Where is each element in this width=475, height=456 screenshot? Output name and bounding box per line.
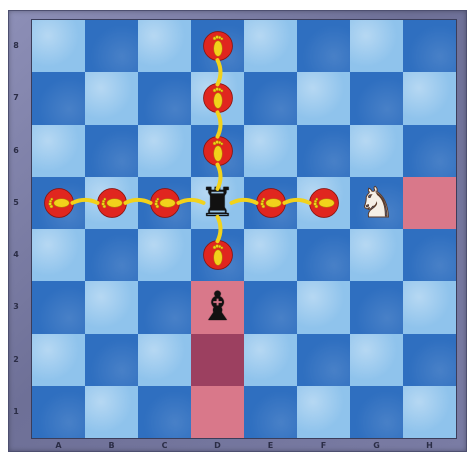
square-e5[interactable] xyxy=(244,177,297,229)
square-h2[interactable] xyxy=(403,334,456,386)
square-g7[interactable] xyxy=(350,72,403,124)
rank-label: 8 xyxy=(0,41,32,50)
square-f4[interactable] xyxy=(297,229,350,281)
square-g5[interactable]: ♞ xyxy=(350,177,403,229)
square-h3[interactable] xyxy=(403,281,456,333)
square-d3[interactable]: ♝ xyxy=(191,281,244,333)
square-b2[interactable] xyxy=(85,334,138,386)
rank-label: 1 xyxy=(0,407,32,416)
move-marker-footprint-icon xyxy=(32,177,85,229)
square-a7[interactable] xyxy=(32,72,85,124)
square-c8[interactable] xyxy=(138,20,191,72)
rank-label: 3 xyxy=(0,302,32,311)
square-a1[interactable] xyxy=(32,386,85,438)
file-label: B xyxy=(85,441,138,450)
square-f5[interactable] xyxy=(297,177,350,229)
rank-label: 7 xyxy=(0,93,32,102)
square-c2[interactable] xyxy=(138,334,191,386)
square-e8[interactable] xyxy=(244,20,297,72)
move-marker-footprint-icon xyxy=(191,125,244,177)
square-d2[interactable] xyxy=(191,334,244,386)
square-c6[interactable] xyxy=(138,125,191,177)
square-d5[interactable]: ♜ xyxy=(191,177,244,229)
square-e7[interactable] xyxy=(244,72,297,124)
square-f3[interactable] xyxy=(297,281,350,333)
file-label: D xyxy=(191,441,244,450)
rank-label: 2 xyxy=(0,355,32,364)
square-g6[interactable] xyxy=(350,125,403,177)
square-f6[interactable] xyxy=(297,125,350,177)
chess-board[interactable]: ♜ ♞ ♝ xyxy=(32,20,456,438)
rank-label: 5 xyxy=(0,198,32,207)
move-marker-footprint-icon xyxy=(191,229,244,281)
file-label: F xyxy=(297,441,350,450)
black-bishop-icon[interactable]: ♝ xyxy=(191,281,244,333)
square-d6[interactable] xyxy=(191,125,244,177)
square-b5[interactable] xyxy=(85,177,138,229)
square-d4[interactable] xyxy=(191,229,244,281)
file-label: C xyxy=(138,441,191,450)
move-marker-footprint-icon xyxy=(138,177,191,229)
square-h4[interactable] xyxy=(403,229,456,281)
square-b6[interactable] xyxy=(85,125,138,177)
square-h7[interactable] xyxy=(403,72,456,124)
file-label: A xyxy=(32,441,85,450)
square-h6[interactable] xyxy=(403,125,456,177)
square-d1[interactable] xyxy=(191,386,244,438)
square-c5[interactable] xyxy=(138,177,191,229)
square-g4[interactable] xyxy=(350,229,403,281)
rank-label: 6 xyxy=(0,146,32,155)
square-g1[interactable] xyxy=(350,386,403,438)
square-b4[interactable] xyxy=(85,229,138,281)
square-e4[interactable] xyxy=(244,229,297,281)
square-e2[interactable] xyxy=(244,334,297,386)
square-e6[interactable] xyxy=(244,125,297,177)
square-b8[interactable] xyxy=(85,20,138,72)
square-b7[interactable] xyxy=(85,72,138,124)
black-rook-icon[interactable]: ♜ xyxy=(191,177,244,229)
file-label: G xyxy=(350,441,403,450)
rank-label: 4 xyxy=(0,250,32,259)
move-marker-footprint-icon xyxy=(297,177,350,229)
square-g3[interactable] xyxy=(350,281,403,333)
square-a4[interactable] xyxy=(32,229,85,281)
square-e1[interactable] xyxy=(244,386,297,438)
move-marker-footprint-icon xyxy=(191,72,244,124)
square-f7[interactable] xyxy=(297,72,350,124)
square-e3[interactable] xyxy=(244,281,297,333)
square-d8[interactable] xyxy=(191,20,244,72)
move-marker-footprint-icon xyxy=(85,177,138,229)
white-knight-icon[interactable]: ♞ xyxy=(350,177,403,229)
square-h5[interactable] xyxy=(403,177,456,229)
file-label: E xyxy=(244,441,297,450)
square-h1[interactable] xyxy=(403,386,456,438)
square-b3[interactable] xyxy=(85,281,138,333)
square-d7[interactable] xyxy=(191,72,244,124)
square-a3[interactable] xyxy=(32,281,85,333)
square-c7[interactable] xyxy=(138,72,191,124)
square-f1[interactable] xyxy=(297,386,350,438)
file-label: H xyxy=(403,441,456,450)
square-c3[interactable] xyxy=(138,281,191,333)
square-c4[interactable] xyxy=(138,229,191,281)
square-a2[interactable] xyxy=(32,334,85,386)
square-b1[interactable] xyxy=(85,386,138,438)
square-a6[interactable] xyxy=(32,125,85,177)
square-f2[interactable] xyxy=(297,334,350,386)
move-marker-footprint-icon xyxy=(244,177,297,229)
square-a8[interactable] xyxy=(32,20,85,72)
move-marker-footprint-icon xyxy=(191,20,244,72)
square-g8[interactable] xyxy=(350,20,403,72)
square-h8[interactable] xyxy=(403,20,456,72)
square-c1[interactable] xyxy=(138,386,191,438)
square-g2[interactable] xyxy=(350,334,403,386)
square-f8[interactable] xyxy=(297,20,350,72)
square-a5[interactable] xyxy=(32,177,85,229)
